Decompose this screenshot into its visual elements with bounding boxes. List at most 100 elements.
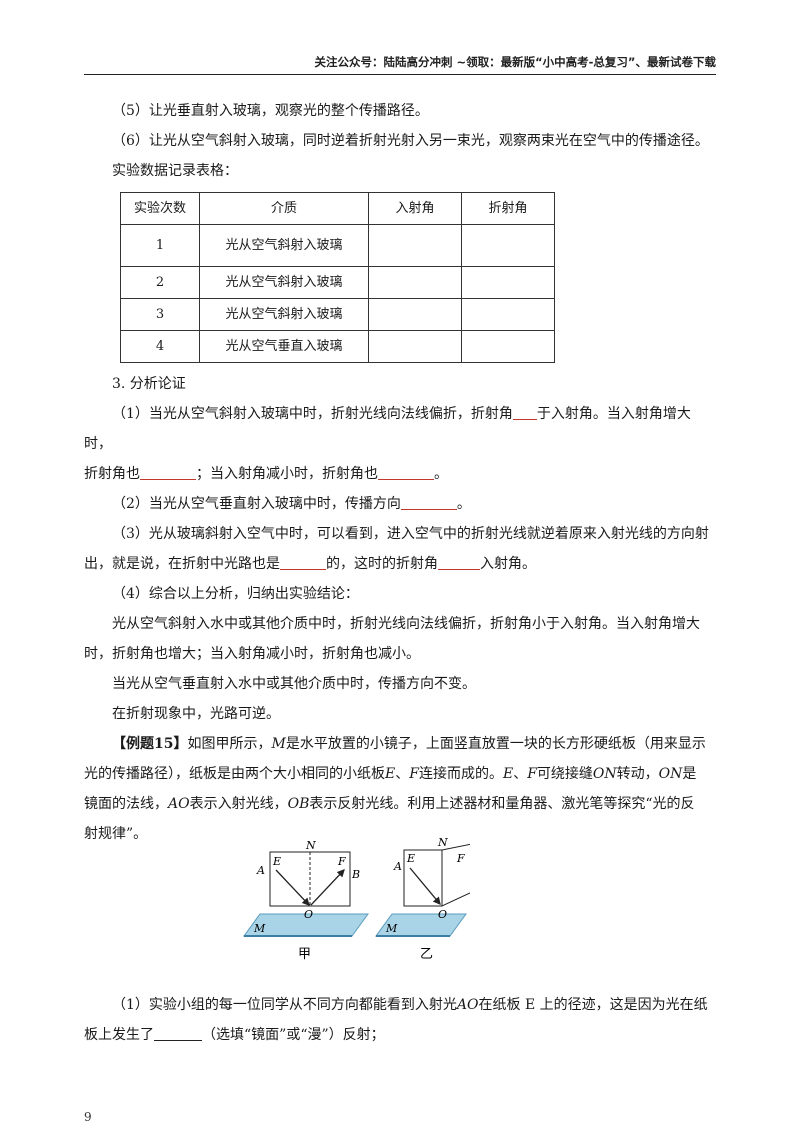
example-label: 【例题15】 (112, 736, 188, 752)
conclusion-2: 当光从空气垂直射入水中或其他介质中时，传播方向不变。 (112, 676, 476, 692)
analysis-3-line-2: 出，就是说，在折射中光路也是的，这时的折射角入射角。 (84, 549, 716, 579)
label-f: F (337, 855, 346, 868)
symbol-m: M (271, 736, 286, 752)
table-row: 1 光从空气斜射入玻璃 (120, 224, 555, 267)
symbol-f: F (527, 766, 537, 782)
example-text: 表示入射光线， (189, 796, 288, 812)
symbol-ao: AO (168, 796, 190, 812)
question-1-line-2: 板上发生了 （选填“镜面”或“漫”）反射； (84, 1020, 716, 1050)
table-cell (461, 224, 555, 267)
question-text: （1）实验小组的每一位同学从不同方向都能看到入射光 (112, 997, 457, 1013)
label-a: A (256, 864, 265, 877)
example-text: 、 (513, 766, 528, 782)
table-cell (461, 330, 555, 363)
answer-blank[interactable] (280, 554, 326, 570)
conclusion-1-line-1: 光从空气斜射入水中或其他介质中时，折射光线向法线偏折，折射角小于入射角。当入射角… (112, 616, 700, 632)
conclusion-3: 在折射现象中，光路可逆。 (112, 706, 280, 722)
page-content: （5）让光垂直射入玻璃，观察光的整个传播路径。 （6）让光从空气斜射入玻璃，同时… (84, 96, 716, 849)
reflection-figure: N E F A B O M 甲 N E F A O M 乙 (240, 836, 473, 966)
step-6: （6）让光从空气斜射入玻璃，同时逆着折射光射入另一束光，观察两束光在空气中的传播… (112, 133, 709, 149)
incident-ray-yi (409, 867, 441, 905)
question-text: 板上发生了 (84, 1027, 154, 1043)
example-text: 、 (395, 766, 410, 782)
label-o: O (438, 908, 447, 921)
page-header: 关注公众号：陆陆高分冲刺 ~领取：最新版“小中高考-总复习”、最新试卷下载 (84, 54, 716, 75)
example-line-3: 镜面的法线，AO表示入射光线，OB表示反射光线。利用上述器材和量角器、激光笔等探… (84, 789, 716, 819)
label-o: O (304, 908, 313, 921)
table-cell: 3 (120, 298, 200, 331)
table-row: 4 光从空气垂直入玻璃 (120, 330, 555, 363)
table-cell (368, 298, 462, 331)
table-header-cell: 实验次数 (120, 192, 200, 225)
board-f-yi (441, 843, 473, 907)
analysis-text: 于入射角。当入射角增大时， (84, 406, 691, 452)
data-table: 实验次数 介质 入射角 折射角 1 光从空气斜射入玻璃 2 光从空气斜射入玻璃 … (120, 192, 555, 363)
analysis-1-line-1: （1）当光从空气斜射入玻璃中时，折射光线向法线偏折，折射角于入射角。当入射角增大… (84, 399, 716, 459)
step-5: （5）让光垂直射入玻璃，观察光的整个传播路径。 (112, 103, 429, 119)
table-cell (461, 298, 555, 331)
caption-jia: 甲 (298, 947, 311, 962)
table-cell: 1 (120, 224, 200, 267)
question-1-line-1: （1）实验小组的每一位同学从不同方向都能看到入射光AO在纸板 E 上的径迹，这是… (84, 990, 716, 1020)
reflected-ray-jia (310, 869, 345, 906)
label-n: N (305, 839, 316, 852)
example-text: 连接而成的。 (418, 766, 503, 782)
question-text: （选填“镜面”或“漫”）反射； (202, 1027, 385, 1043)
analysis-text: 折射角也 (84, 466, 140, 482)
symbol-ao: AO (456, 997, 479, 1013)
header-text: 关注公众号：陆陆高分冲刺 ~领取：最新版“小中高考-总复习”、最新试卷下载 (314, 55, 716, 69)
table-cell (368, 224, 462, 267)
example-text: 光的传播路径），纸板是由两个大小相同的小纸板 (84, 766, 385, 782)
analysis-text: 。 (434, 466, 448, 482)
analysis-2: （2）当光从空气垂直射入玻璃中时，传播方向 。 (84, 489, 716, 519)
section-3-title: 3. 分析论证 (112, 376, 186, 392)
example-text: 镜面的法线， (84, 796, 168, 812)
answer-blank[interactable] (378, 464, 434, 480)
example-text: 转动， (616, 766, 659, 782)
table-cell: 光从空气斜射入玻璃 (199, 224, 369, 267)
example-text: 是水平放置的小镜子，上面竖直放置一块的长方形硬纸板（用来显示 (285, 736, 706, 752)
example-line-4: 射规律”。 (84, 826, 148, 842)
table-cell (368, 266, 462, 299)
label-b: B (351, 868, 360, 881)
table-header-cell: 介质 (199, 192, 369, 225)
label-m: M (385, 922, 398, 935)
analysis-1-line-2: 折射角也 ；当入射角减小时，折射角也 。 (84, 459, 716, 489)
table-caption: 实验数据记录表格： (112, 163, 238, 179)
example-text: 表示反射光线。利用上述器材和量角器、激光笔等探究“光的反 (309, 796, 695, 812)
example-line-2: 光的传播路径），纸板是由两个大小相同的小纸板E、F连接而成的。E、F可绕接缝ON… (84, 759, 716, 789)
table-header-cell: 入射角 (368, 192, 462, 225)
symbol-f: F (409, 766, 419, 782)
example-text: 可绕接缝 (536, 766, 593, 782)
table-cell: 光从空气斜射入玻璃 (199, 298, 369, 331)
example-line-1: 【例题15】如图甲所示，M是水平放置的小镜子，上面竖直放置一块的长方形硬纸板（用… (84, 729, 716, 759)
table-cell: 4 (120, 330, 200, 363)
conclusion-1-line-2: 时，折射角也增大；当入射角减小时，折射角也减小。 (84, 646, 420, 662)
table-cell: 2 (120, 266, 200, 299)
analysis-text: 出，就是说，在折射中光路也是 (84, 556, 280, 572)
analysis-text: 。 (456, 496, 471, 512)
analysis-text: ；当入射角减小时，折射角也 (196, 466, 378, 482)
answer-blank[interactable] (154, 1025, 202, 1041)
analysis-text: （1）当光从空气斜射入玻璃中时，折射光线向法线偏折，折射角 (112, 406, 513, 422)
table-cell: 光从空气垂直入玻璃 (199, 330, 369, 363)
answer-blank[interactable] (140, 464, 196, 480)
label-e: E (272, 855, 281, 868)
table-row: 2 光从空气斜射入玻璃 (120, 266, 555, 299)
symbol-on: ON (658, 766, 683, 782)
answer-blank[interactable] (512, 404, 537, 420)
question-1: （1）实验小组的每一位同学从不同方向都能看到入射光AO在纸板 E 上的径迹，这是… (84, 990, 716, 1050)
analysis-4: （4）综合以上分析，归纳出实验结论： (112, 586, 359, 602)
analysis-text: （2）当光从空气垂直射入玻璃中时，传播方向 (112, 496, 401, 512)
example-text: 是 (682, 766, 697, 782)
symbol-ob: OB (287, 796, 310, 812)
reflection-diagram: N E F A B O M 甲 N E F A O M 乙 (243, 836, 473, 962)
answer-blank[interactable] (438, 554, 480, 570)
label-n: N (437, 836, 448, 849)
label-f: F (456, 852, 465, 865)
label-e: E (406, 852, 415, 865)
answer-blank[interactable] (400, 494, 457, 510)
symbol-e: E (385, 766, 396, 782)
table-cell: 光从空气斜射入玻璃 (199, 266, 369, 299)
symbol-e: E (502, 766, 514, 782)
